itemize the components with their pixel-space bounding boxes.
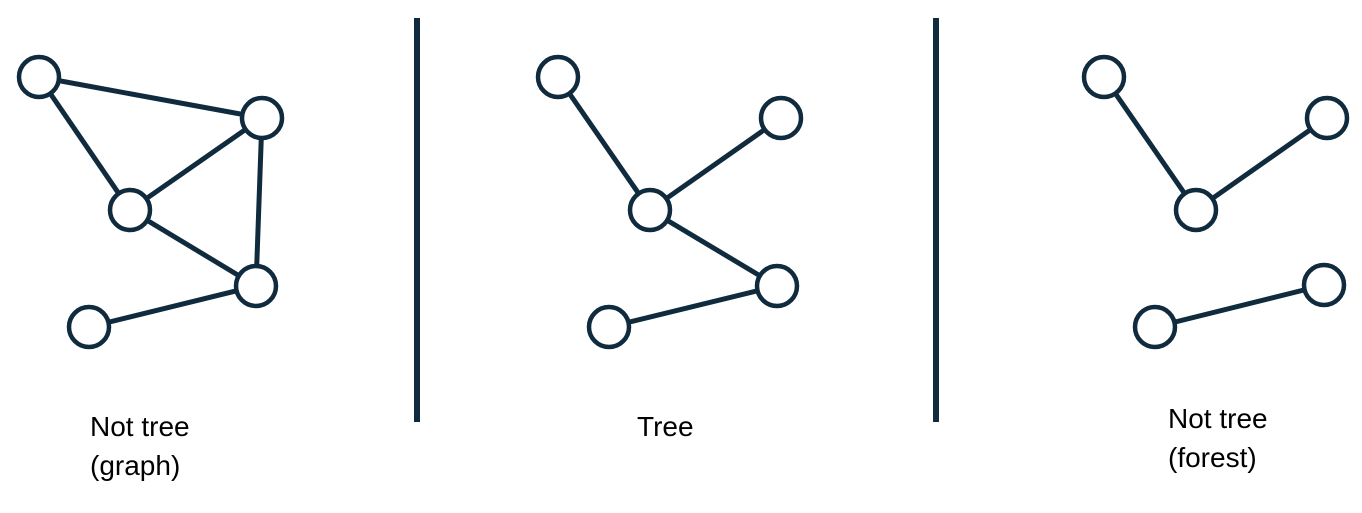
node-a [1081,54,1127,100]
node-b [1304,95,1350,141]
edge-d-e [608,283,778,330]
node-d [754,263,800,309]
node-c [107,187,153,233]
edge-a-c [36,75,133,212]
caption-forest-line1: Not tree [1168,403,1268,434]
panel-1-graph [535,54,804,350]
edge-c-d [648,207,779,289]
edge-c-d [128,207,258,289]
edge-a-b [38,74,263,121]
edge-d-e [88,283,257,330]
node-e [1132,304,1178,350]
edge-a-c [555,75,653,212]
node-c [627,187,673,233]
caption-forest-line2: (forest) [1168,442,1257,473]
edge-a-c [1101,75,1199,212]
caption-graph-line2: (graph) [90,450,180,481]
node-b [758,95,804,141]
node-e [586,304,632,350]
edge-b-c [128,115,264,213]
edge-b-d [253,117,265,287]
node-d [1301,262,1347,308]
caption-tree: Tree [637,411,694,442]
node-a [16,54,62,100]
panel-2-graph [1081,54,1350,350]
node-e [66,304,112,350]
node-c [1173,187,1219,233]
panel-0-graph [16,54,285,350]
edge-d-e [1154,282,1325,330]
node-d [233,263,279,309]
edge-b-c [648,115,783,213]
caption-graph-line1: Not tree [90,411,190,442]
edge-b-c [1194,115,1329,213]
node-a [535,54,581,100]
node-b [239,95,285,141]
